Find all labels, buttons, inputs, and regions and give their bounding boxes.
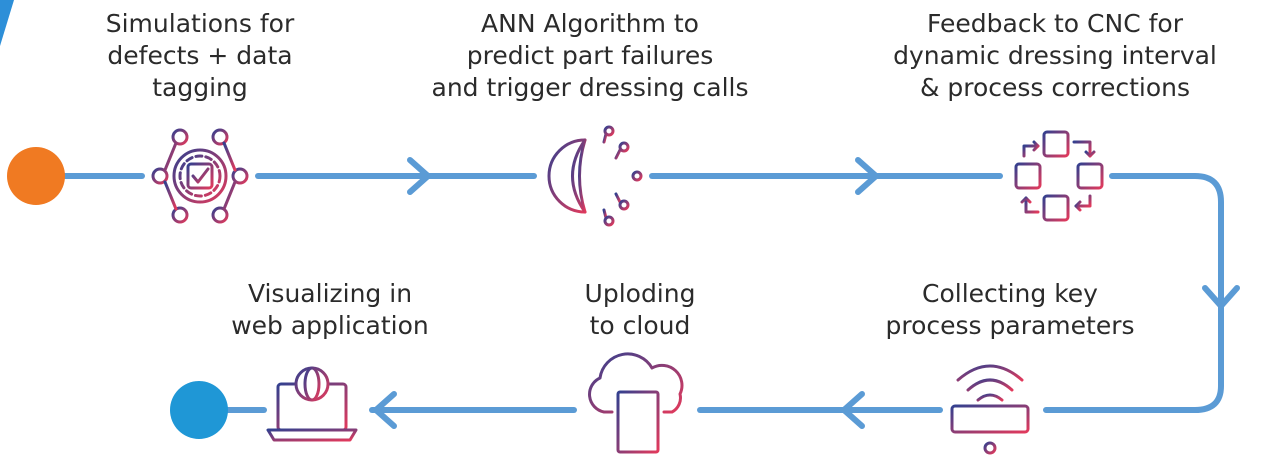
arrow-left-icon: [373, 391, 397, 429]
step-label-collecting: Collecting key process parameters: [840, 278, 1180, 342]
step-label-uploading: Uploding to cloud: [530, 278, 750, 342]
wifi-server-icon: [950, 364, 1030, 455]
step-label-line: and trigger dressing calls: [431, 73, 749, 102]
step-label-feedback: Feedback to CNC for dynamic dressing int…: [855, 8, 1255, 104]
step-label-line: process parameters: [885, 311, 1135, 340]
step-label-visualizing: Visualizing in web application: [180, 278, 480, 342]
arrow-down-icon: [1202, 285, 1240, 309]
cycle-process-icon: [1014, 130, 1104, 222]
step-label-line: tagging: [152, 73, 248, 102]
end-dot: [170, 381, 228, 439]
laptop-globe-icon: [266, 366, 358, 442]
start-dot: [7, 147, 65, 205]
step-label-line: web application: [231, 311, 429, 340]
step-label-ann: ANN Algorithm to predict part failures a…: [390, 8, 790, 104]
step-label-line: defects + data: [107, 41, 293, 70]
cloud-server-icon: [588, 352, 684, 454]
step-label-line: Simulations for: [105, 9, 295, 38]
arrow-left-icon: [841, 391, 865, 429]
step-label-line: dynamic dressing interval: [893, 41, 1217, 70]
step-label-line: Visualizing in: [247, 279, 413, 308]
arrow-right-icon: [407, 157, 431, 195]
neural-globe-icon: [547, 125, 643, 227]
step-label-simulations: Simulations for defects + data tagging: [50, 8, 350, 104]
corner-accent: [0, 0, 14, 46]
flow-connector: [37, 173, 1224, 413]
step-label-line: Feedback to CNC for: [927, 9, 1183, 38]
step-label-line: & process corrections: [919, 73, 1191, 102]
step-label-line: predict part failures: [466, 41, 714, 70]
arrow-right-icon: [855, 157, 879, 195]
step-label-line: Uploding: [584, 279, 696, 308]
gear-checklist-network-icon: [151, 128, 249, 224]
step-label-line: Collecting key: [922, 279, 1098, 308]
step-label-line: ANN Algorithm to: [481, 9, 699, 38]
step-label-line: to cloud: [589, 311, 691, 340]
